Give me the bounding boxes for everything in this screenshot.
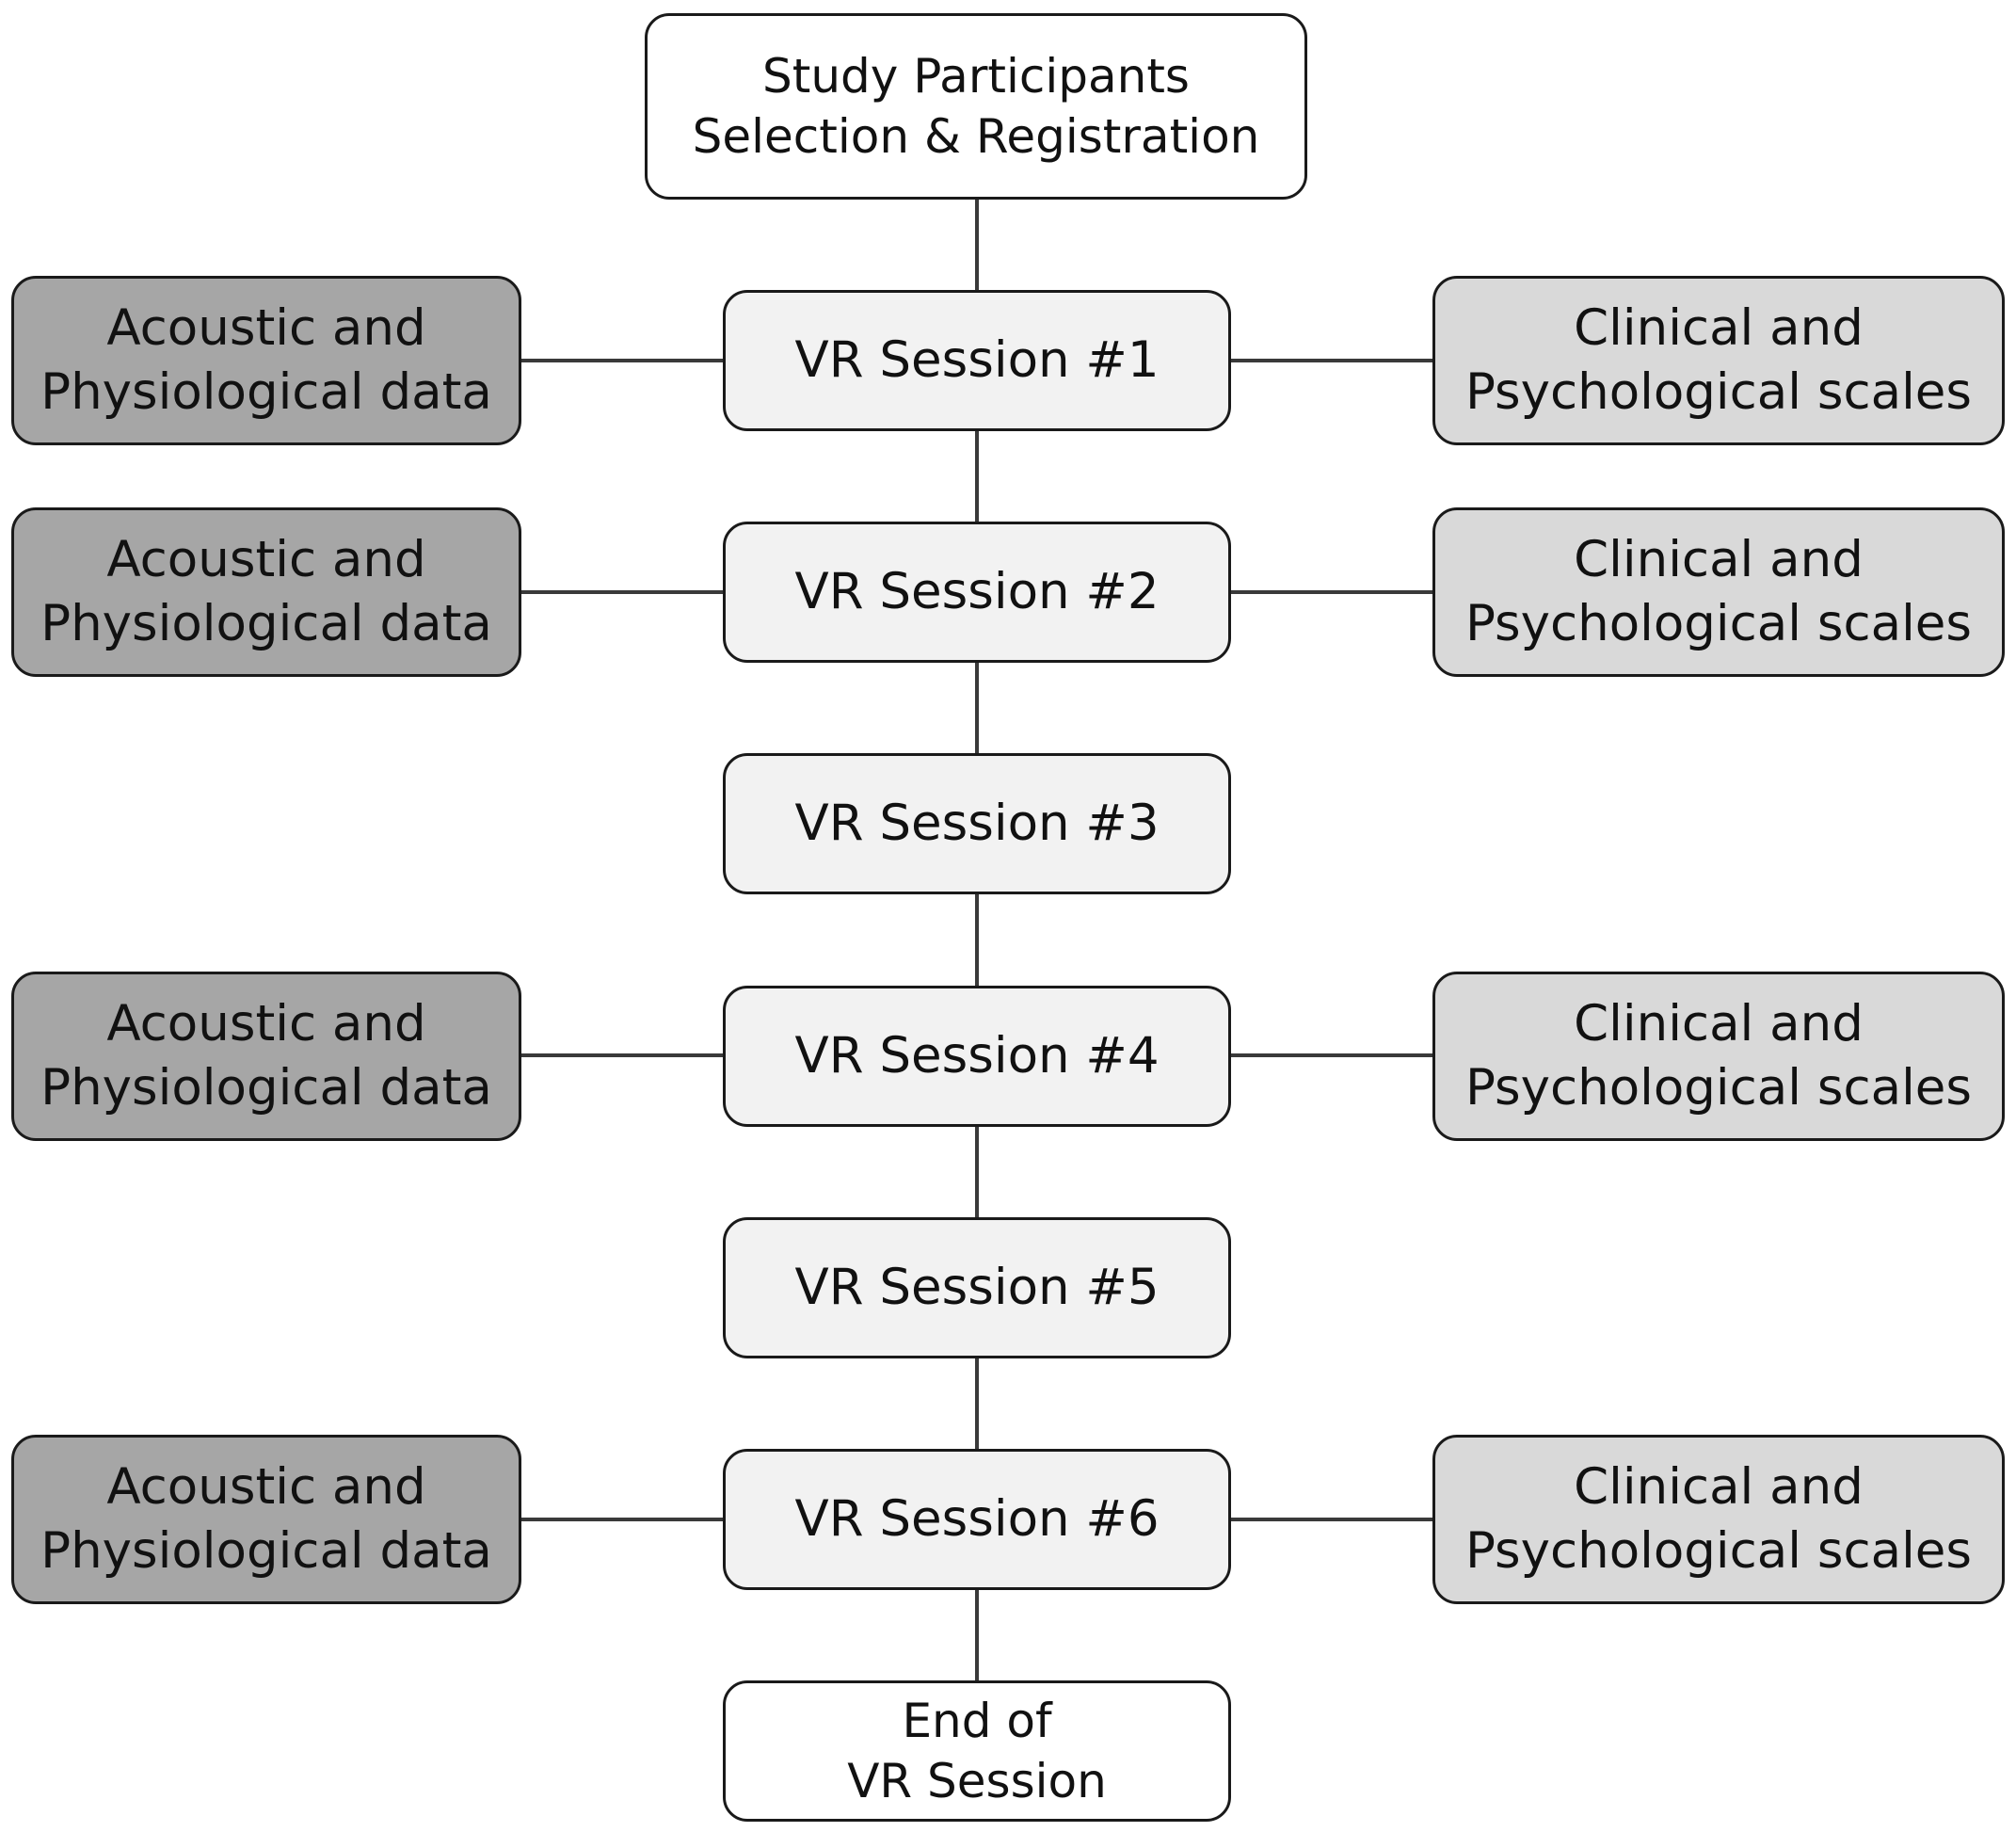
start-box: Study Participants Selection & Registrat… [645, 13, 1307, 200]
connector-clinical-2 [1229, 590, 1434, 594]
connector-acoustic-4 [520, 1053, 723, 1057]
clinical-scales-box-2: Clinical and Psychological scales [1432, 507, 2005, 677]
acoustic-data-box-4: Acoustic and Physiological data [11, 972, 521, 1141]
acoustic-label-line-1: Acoustic and [106, 531, 426, 589]
vr-session-5-box: VR Session #5 [723, 1217, 1231, 1358]
clinical-label-line-1: Clinical and [1574, 531, 1864, 589]
acoustic-data-box-2: Acoustic and Physiological data [11, 507, 521, 677]
connector-clinical-1 [1229, 359, 1434, 362]
acoustic-data-box-6: Acoustic and Physiological data [11, 1435, 521, 1604]
clinical-scales-box-4: Clinical and Psychological scales [1432, 972, 2005, 1141]
connector-acoustic-2 [520, 590, 723, 594]
vr-session-4-label: VR Session #4 [794, 1027, 1160, 1085]
acoustic-label-line-1: Acoustic and [106, 299, 426, 358]
acoustic-data-box-1: Acoustic and Physiological data [11, 276, 521, 445]
clinical-scales-box-1: Clinical and Psychological scales [1432, 276, 2005, 445]
start-line-2: Selection & Registration [692, 109, 1260, 164]
end-line-1: End of [902, 1694, 1052, 1748]
vr-session-2-label: VR Session #2 [794, 563, 1160, 621]
vr-session-3-label: VR Session #3 [794, 795, 1160, 853]
clinical-label-line-2: Psychological scales [1464, 1522, 1973, 1580]
acoustic-label-line-2: Physiological data [40, 1522, 492, 1580]
vr-session-6-label: VR Session #6 [794, 1490, 1160, 1549]
connector-clinical-4 [1229, 1053, 1434, 1057]
acoustic-label-line-2: Physiological data [40, 1059, 492, 1117]
clinical-label-line-1: Clinical and [1574, 1458, 1864, 1517]
clinical-label-line-1: Clinical and [1574, 995, 1864, 1053]
connector-acoustic-1 [520, 359, 723, 362]
spine-connector [975, 198, 979, 1683]
vr-session-1-box: VR Session #1 [723, 290, 1231, 431]
vr-session-4-box: VR Session #4 [723, 986, 1231, 1127]
start-line-1: Study Participants [762, 49, 1190, 104]
acoustic-label-line-1: Acoustic and [106, 995, 426, 1053]
vr-session-5-label: VR Session #5 [794, 1259, 1160, 1317]
connector-clinical-6 [1229, 1518, 1434, 1521]
clinical-scales-box-6: Clinical and Psychological scales [1432, 1435, 2005, 1604]
clinical-label-line-1: Clinical and [1574, 299, 1864, 358]
vr-session-2-box: VR Session #2 [723, 522, 1231, 663]
clinical-label-line-2: Psychological scales [1464, 1059, 1973, 1117]
end-line-2: VR Session [847, 1754, 1107, 1808]
connector-acoustic-6 [520, 1518, 723, 1521]
clinical-label-line-2: Psychological scales [1464, 595, 1973, 652]
acoustic-label-line-2: Physiological data [40, 595, 492, 652]
end-box: End of VR Session [723, 1680, 1231, 1822]
vr-session-6-box: VR Session #6 [723, 1449, 1231, 1590]
clinical-label-line-2: Psychological scales [1464, 363, 1973, 421]
vr-session-1-label: VR Session #1 [794, 331, 1160, 390]
acoustic-label-line-2: Physiological data [40, 363, 492, 421]
acoustic-label-line-1: Acoustic and [106, 1458, 426, 1517]
vr-session-3-box: VR Session #3 [723, 753, 1231, 894]
